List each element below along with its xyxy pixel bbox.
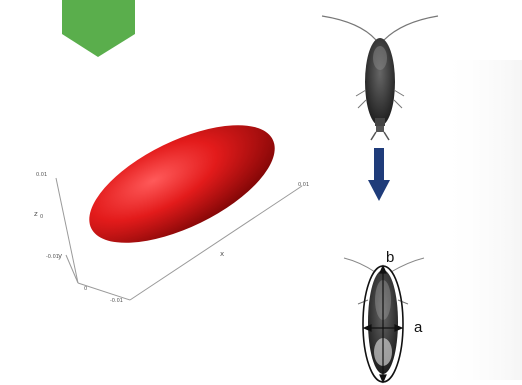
green-marker-icon (62, 0, 135, 57)
down-arrow-icon (368, 148, 390, 201)
z-tick-mid: 0 (40, 214, 43, 220)
z-tick-top: 0.01 (36, 172, 47, 178)
y-axis-label: y (58, 252, 62, 260)
photo-panel-background (440, 60, 522, 380)
x-end-tick-label: 0.01 (298, 182, 309, 188)
corner-tick-label: 0 (84, 286, 87, 292)
z-axis-label: z (34, 210, 38, 218)
y-end-tick-label: -0.01 (110, 298, 123, 304)
minor-axis-label: a (414, 319, 423, 336)
copepod-photo-top (322, 16, 438, 140)
ellipsoid-model (72, 101, 291, 267)
z-tick-bottom: -0.01 (46, 254, 59, 260)
major-axis-label: b (386, 249, 394, 266)
copepod-photo-measured (344, 258, 424, 374)
x-axis-label: x (220, 250, 224, 258)
